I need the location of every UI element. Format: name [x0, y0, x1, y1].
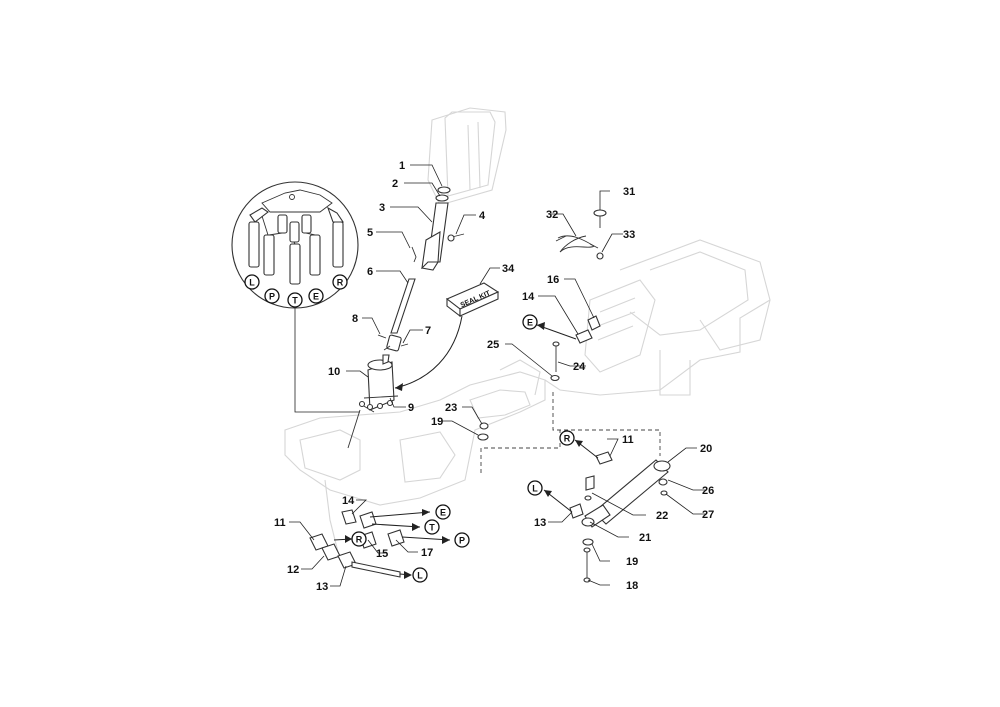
- lower-port-p: P: [459, 536, 465, 546]
- callout-10: 10: [328, 366, 340, 378]
- callout-14-upper: 14: [522, 291, 535, 303]
- callout-6: 6: [367, 266, 373, 278]
- callout-34: 34: [502, 263, 515, 275]
- port-label-p: P: [269, 292, 275, 302]
- steering-cylinder: R L: [527, 430, 671, 583]
- callout-26: 26: [702, 485, 714, 497]
- port-label-t: T: [292, 296, 298, 306]
- lower-port-r: R: [356, 535, 363, 545]
- callout-numbers: 1 2 3 4 5 6 7 8 9 10 11 11 12 13 13 14 1…: [274, 160, 714, 593]
- callout-19-left: 19: [431, 416, 443, 428]
- lower-port-t: T: [429, 523, 435, 533]
- callout-2: 2: [392, 178, 398, 190]
- callout-22: 22: [656, 510, 668, 522]
- callout-14-lower: 14: [342, 495, 355, 507]
- port-label-e: E: [313, 292, 319, 302]
- callout-15: 15: [376, 548, 388, 560]
- ghost-machine-outline: [284, 107, 771, 561]
- callout-4: 4: [479, 210, 486, 222]
- callout-9: 9: [408, 402, 414, 414]
- port-label-r: R: [337, 278, 344, 288]
- callout-12: 12: [287, 564, 299, 576]
- callout-27: 27: [702, 509, 714, 521]
- parts-23-19-left: [477, 422, 489, 441]
- callout-18: 18: [626, 580, 638, 592]
- lower-left-hoses: E T P R L: [309, 504, 470, 583]
- callout-5: 5: [367, 227, 373, 239]
- lower-port-e: E: [440, 508, 446, 518]
- callout-24: 24: [573, 361, 586, 373]
- port-label-l: L: [249, 278, 255, 288]
- callout-21: 21: [639, 532, 651, 544]
- callout-13-left: 13: [316, 581, 328, 593]
- callout-7: 7: [425, 325, 431, 337]
- callout-1: 1: [399, 160, 405, 172]
- callout-11-left: 11: [274, 517, 286, 529]
- lower-port-l: L: [417, 571, 423, 581]
- cyl-port-r: R: [564, 434, 571, 444]
- leader-lines: [289, 164, 706, 587]
- seal-kit-box: SEAL KIT: [394, 282, 500, 391]
- callout-31: 31: [623, 186, 635, 198]
- upper-hose-fitting: E: [522, 314, 601, 382]
- callout-13-right: 13: [534, 517, 546, 529]
- steering-column-parts: [347, 186, 465, 449]
- callout-16: 16: [547, 274, 559, 286]
- callout-33: 33: [623, 229, 635, 241]
- callout-32: 32: [546, 209, 558, 221]
- callout-11-right: 11: [622, 434, 634, 446]
- parts-31-33: [555, 209, 607, 260]
- cyl-port-l: L: [532, 484, 538, 494]
- callout-20: 20: [700, 443, 712, 455]
- callout-19-right: 19: [626, 556, 638, 568]
- port-detail-inset: L P T E R: [231, 181, 360, 413]
- callout-3: 3: [379, 202, 385, 214]
- callout-25: 25: [487, 339, 499, 351]
- upper-port-e: E: [527, 318, 533, 328]
- callout-17: 17: [421, 547, 433, 559]
- callout-23: 23: [445, 402, 457, 414]
- callout-8: 8: [352, 313, 358, 325]
